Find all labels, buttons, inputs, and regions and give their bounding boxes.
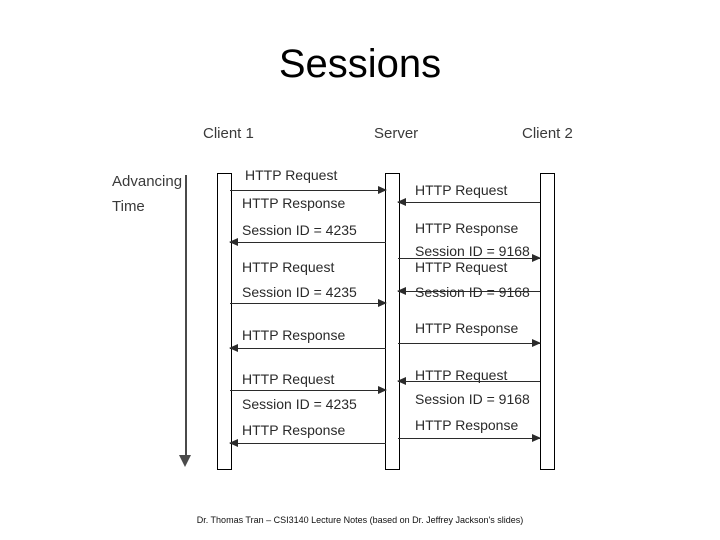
arrowhead-left-icon [397, 377, 406, 385]
lifeline-server [385, 173, 400, 470]
message-arrow [397, 287, 540, 295]
sequence-diagram: Client 1 Server Client 2 Advancing Time … [95, 125, 615, 485]
message-label: HTTP Response [242, 195, 346, 211]
message-label: HTTP Request [415, 259, 508, 275]
arrowhead-right-icon [532, 434, 541, 442]
arrowhead-right-icon [378, 386, 387, 394]
message-arrow [398, 339, 541, 347]
arrowhead-right-icon [378, 186, 387, 194]
arrow-line [230, 242, 386, 243]
arrow-line [398, 381, 540, 382]
message-arrow [398, 254, 541, 262]
message-arrow [229, 344, 386, 352]
time-arrow-head-icon [179, 455, 191, 467]
message-label: HTTP Response [242, 422, 346, 438]
message-arrow [230, 186, 387, 194]
arrow-line [230, 348, 386, 349]
message-label: HTTP Request [415, 182, 508, 198]
arrowhead-right-icon [532, 339, 541, 347]
message-label: Session ID = 4235 [242, 284, 357, 300]
message-arrow [398, 434, 541, 442]
arrow-line [398, 258, 540, 259]
message-label: HTTP Request [245, 167, 338, 183]
arrowhead-left-icon [397, 198, 406, 206]
message-label: HTTP Request [242, 371, 335, 387]
time-arrow-shaft [185, 175, 187, 460]
arrowhead-left-icon [229, 439, 238, 447]
arrowhead-left-icon [229, 238, 238, 246]
message-arrow [229, 439, 386, 447]
lane-header-server: Server [374, 125, 419, 142]
time-axis-label-line2: Time [112, 198, 145, 215]
arrow-line [398, 291, 540, 292]
message-label: Session ID = 9168 [415, 391, 530, 407]
arrow-line [398, 438, 540, 439]
slide-footer-credit: Dr. Thomas Tran – CSI3140 Lecture Notes … [196, 515, 524, 525]
message-arrow [397, 377, 540, 385]
message-label: HTTP Response [415, 417, 519, 433]
arrow-line [230, 443, 386, 444]
arrowhead-right-icon [532, 254, 541, 262]
message-label: Session ID = 4235 [242, 396, 357, 412]
arrow-line [230, 303, 386, 304]
arrowhead-right-icon [378, 299, 387, 307]
arrow-line [398, 202, 540, 203]
lifeline-client2 [540, 173, 555, 470]
arrowhead-left-icon [397, 287, 406, 295]
message-label: HTTP Response [415, 220, 519, 236]
page-title: Sessions [278, 42, 442, 86]
arrow-line [230, 190, 386, 191]
time-axis-label-line1: Advancing [112, 173, 183, 190]
arrow-line [230, 390, 386, 391]
message-label: HTTP Response [242, 327, 346, 343]
message-label: HTTP Response [415, 320, 519, 336]
message-arrow [230, 299, 387, 307]
message-label: HTTP Request [242, 259, 335, 275]
message-label: Session ID = 4235 [242, 222, 357, 238]
message-label: Session ID = 9168 [415, 284, 530, 300]
message-arrow [230, 386, 387, 394]
arrow-line [398, 343, 540, 344]
message-arrow [397, 198, 540, 206]
message-arrow [229, 238, 386, 246]
lane-header-client1: Client 1 [203, 125, 254, 142]
lane-header-client2: Client 2 [522, 125, 573, 142]
arrowhead-left-icon [229, 344, 238, 352]
lifeline-client1 [217, 173, 232, 470]
message-label: Session ID = 9168 [415, 243, 530, 259]
message-label: HTTP Request [415, 367, 508, 383]
